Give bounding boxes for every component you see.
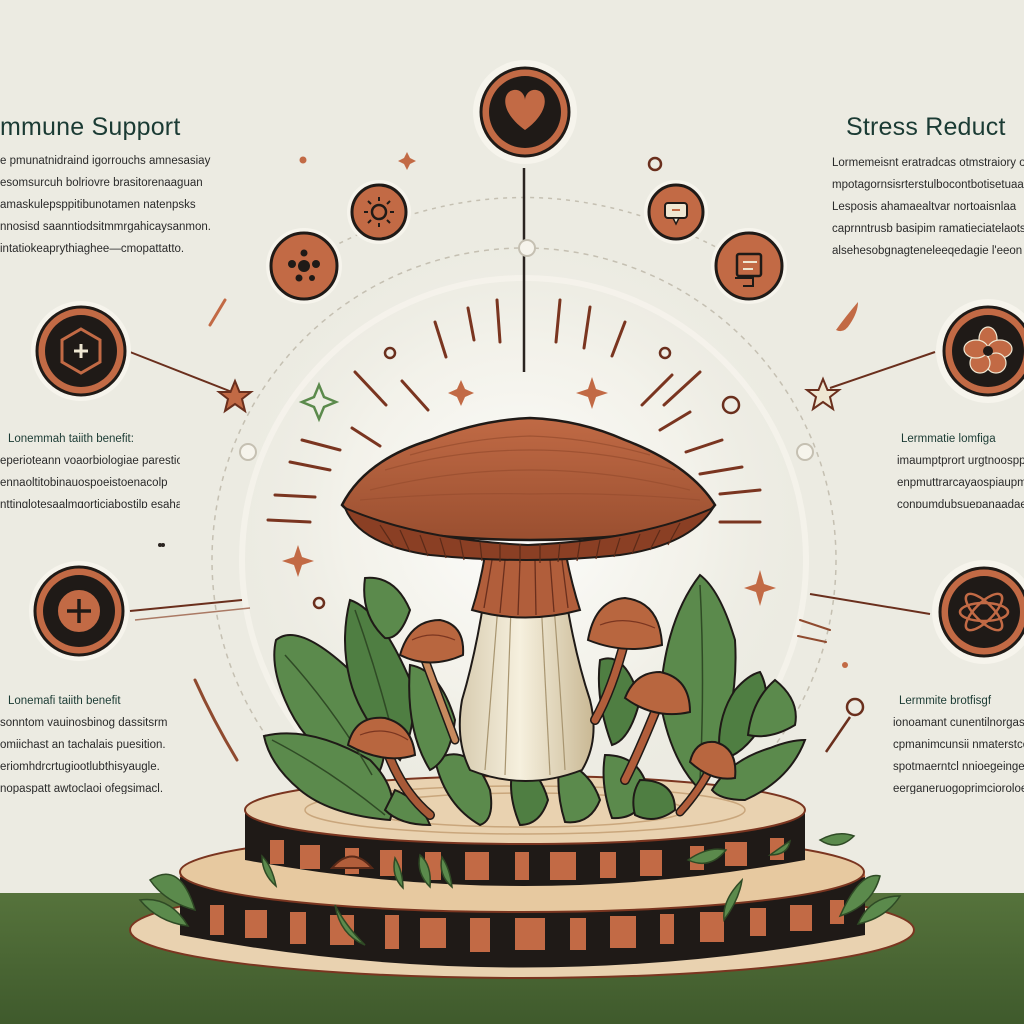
heading-right: Stress Reduct — [846, 113, 1006, 141]
plus-circle-icon — [29, 561, 129, 661]
text-left-mid: Lonemmah taiith benefit: eperioteann voa… — [0, 433, 180, 508]
connector-right-1 — [829, 351, 936, 389]
main-mushroom — [340, 416, 717, 782]
sparkles — [282, 152, 776, 606]
text-left-bottom: Lonemafi taiith benefit sonntom vauinosb… — [0, 695, 168, 794]
rays — [266, 298, 762, 524]
green-sparkle — [298, 381, 340, 423]
connector-right-2 — [809, 593, 931, 615]
text-right-bottom: Lermmite brotfisgf ionoamant cunentilnor… — [893, 695, 1024, 794]
text-right-mid: Lermmatie lomfiga imaumptprort urgtnoosp… — [897, 433, 1024, 508]
small-mushroom-right-mid — [620, 670, 692, 785]
sun-icon — [347, 180, 411, 244]
star-right — [804, 376, 842, 412]
small-mushroom-right-bottom — [675, 740, 737, 817]
connector-left-1 — [129, 351, 233, 393]
atom-icon — [932, 560, 1024, 664]
left-node — [239, 443, 257, 461]
text-left-top: e pmunatnidraind igorrouchs amnesasiay e… — [0, 155, 211, 255]
hexagon-plus-icon — [31, 301, 131, 401]
grass — [138, 833, 902, 946]
flower-icon — [936, 299, 1024, 403]
connector-left-2 — [129, 599, 243, 612]
small-rings — [312, 156, 865, 717]
clipboard-icon — [711, 228, 787, 304]
star-left — [216, 378, 254, 414]
heading-left: mmune Support — [0, 113, 181, 141]
orbit-circle — [211, 247, 837, 873]
heart-icon — [473, 60, 577, 164]
small-mushroom-left-bottom — [346, 716, 435, 820]
spore-icon — [266, 228, 342, 304]
accent-leaf — [836, 302, 858, 332]
speech-bubble-icon — [644, 180, 708, 244]
text-right-top: Lormemeisnt eratradcas otmstraiory ocath… — [832, 157, 1024, 257]
right-node — [796, 443, 814, 461]
small-mushroom-left-top — [398, 618, 465, 745]
small-mushroom-right-top — [586, 596, 664, 725]
top-node — [518, 239, 536, 257]
